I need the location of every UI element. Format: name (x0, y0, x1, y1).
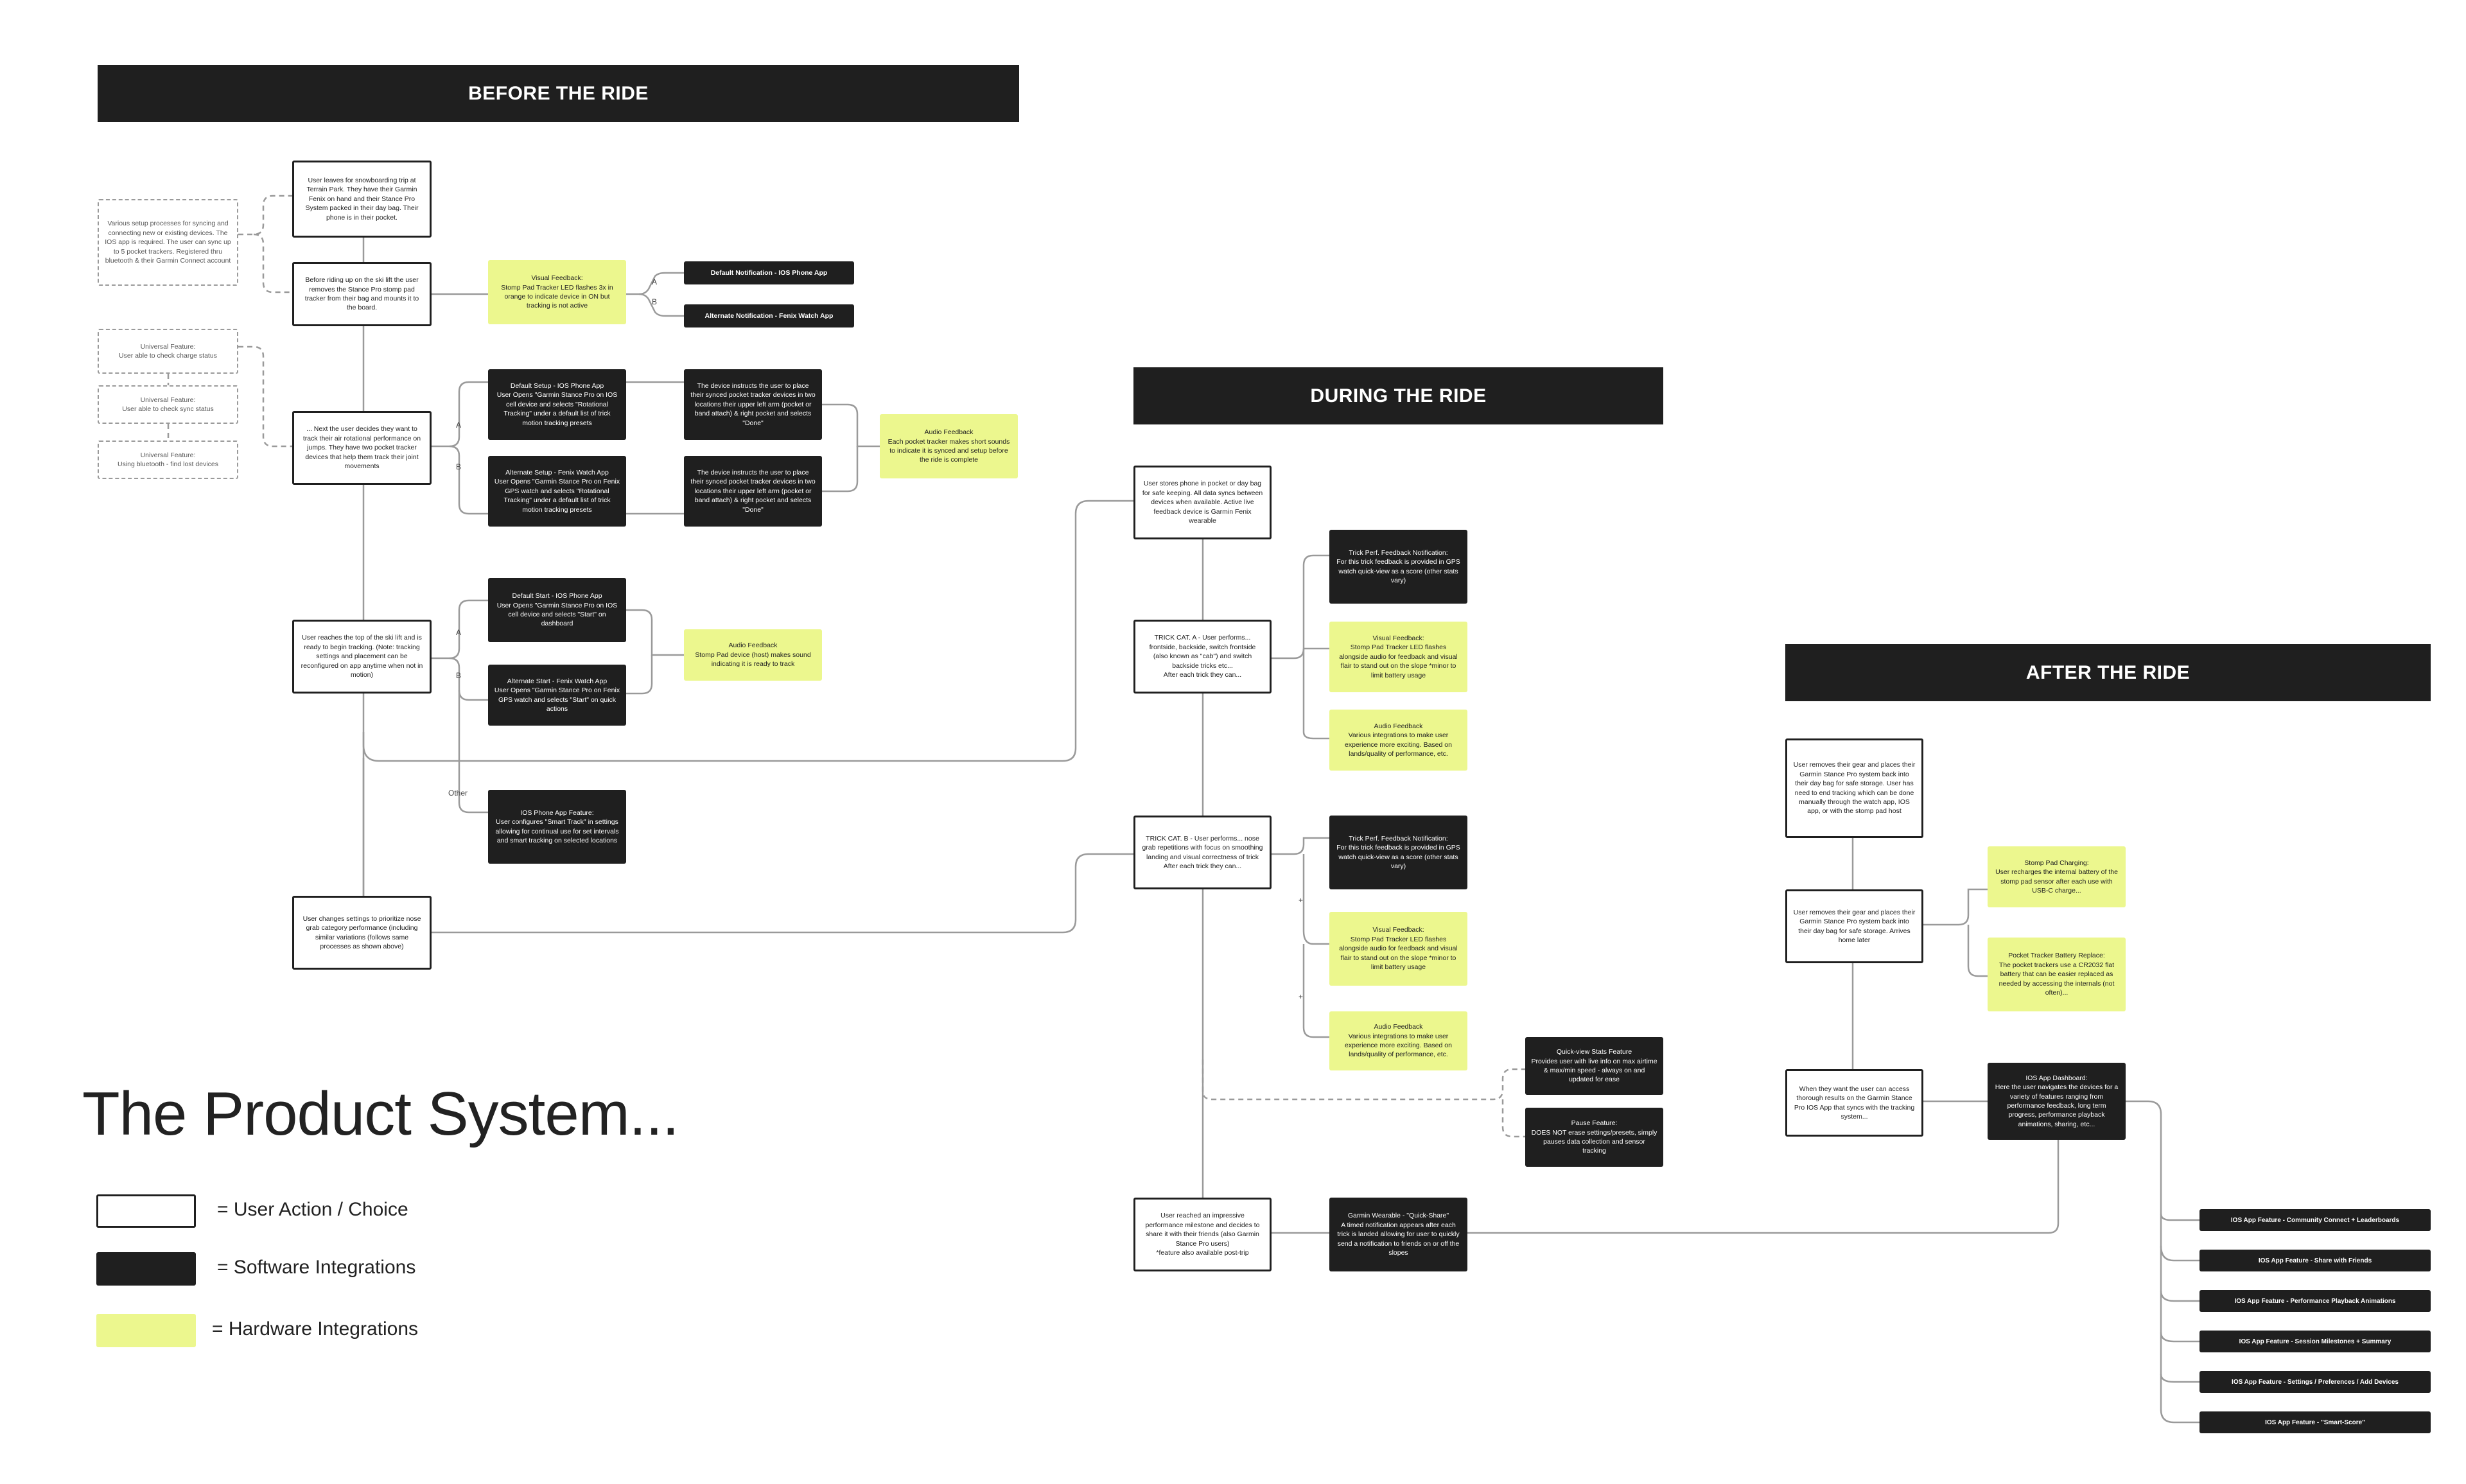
ios-smart-track-feature: IOS Phone App Feature: User configures "… (488, 790, 626, 864)
user-milestone-share: User reached an impressive performance m… (1133, 1198, 1272, 1271)
legend-label-user-action: = User Action / Choice (217, 1199, 408, 1220)
device-instructs-placement-2: The device instructs the user to place t… (684, 456, 822, 527)
garmin-quick-share: Garmin Wearable - "Quick-Share" A timed … (1329, 1198, 1467, 1271)
quick-view-stats-feature: Quick-view Stats Feature Provides user w… (1525, 1037, 1663, 1095)
universal-charge-status: Universal Feature: User able to check ch… (98, 329, 238, 374)
feature-share-with-friends: IOS App Feature - Share with Friends (2199, 1250, 2431, 1271)
trick-category-a: TRICK CAT. A - User performs... frontsid… (1133, 620, 1272, 694)
pause-feature: Pause Feature: DOES NOT erase settings/p… (1525, 1108, 1663, 1167)
user-action-leaves-trip: User leaves for snowboarding trip at Ter… (292, 161, 432, 238)
branch-plus: + (1299, 896, 1304, 905)
universal-setup-note: Various setup processes for syncing and … (98, 199, 238, 286)
trick-perf-notification-b: Trick Perf. Feedback Notification: For t… (1329, 816, 1467, 889)
user-access-results: When they want the user can access thoro… (1785, 1069, 1923, 1137)
branch-label-a: A (456, 628, 462, 637)
visual-feedback-trick-a: Visual Feedback: Stomp Pad Tracker LED f… (1329, 622, 1467, 692)
user-removes-gear-home: User removes their gear and places their… (1785, 889, 1923, 963)
user-action-mounts-stomp-pad: Before riding up on the ski lift the use… (292, 262, 432, 326)
ios-app-dashboard: IOS App Dashboard: Here the user navigat… (1988, 1063, 2126, 1140)
user-action-changes-settings: User changes settings to prioritize nose… (292, 896, 432, 970)
alternate-setup-fenix: Alternate Setup - Fenix Watch App User O… (488, 456, 626, 527)
audio-feedback-trick-b: Audio Feedback Various integrations to m… (1329, 1011, 1467, 1070)
default-setup-ios: Default Setup - IOS Phone App User Opens… (488, 369, 626, 440)
feature-settings-preferences: IOS App Feature - Settings / Preferences… (2199, 1371, 2431, 1393)
branch-label-a: A (456, 421, 462, 430)
user-removes-gear-end-tracking: User removes their gear and places their… (1785, 738, 1923, 838)
visual-feedback-led-orange: Visual Feedback: Stomp Pad Tracker LED f… (488, 260, 626, 324)
branch-label-b: B (652, 297, 658, 306)
device-instructs-placement-1: The device instructs the user to place t… (684, 369, 822, 440)
branch-plus: + (1299, 992, 1304, 1001)
universal-sync-status: Universal Feature: User able to check sy… (98, 385, 238, 424)
branch-label-b: B (456, 671, 462, 680)
feature-performance-playback: IOS App Feature - Performance Playback A… (2199, 1290, 2431, 1312)
audio-feedback-stomp-pad-ready: Audio Feedback Stomp Pad device (host) m… (684, 629, 822, 681)
visual-feedback-trick-b: Visual Feedback: Stomp Pad Tracker LED f… (1329, 912, 1467, 986)
legend-swatch-software (96, 1252, 196, 1286)
audio-feedback-trick-a: Audio Feedback Various integrations to m… (1329, 710, 1467, 771)
trick-perf-notification-a: Trick Perf. Feedback Notification: For t… (1329, 530, 1467, 604)
universal-bluetooth-find: Universal Feature: Using bluetooth - fin… (98, 441, 238, 479)
branch-label-other: Other (448, 789, 468, 798)
default-notification-ios: Default Notification - IOS Phone App (684, 261, 854, 284)
legend-swatch-hardware (96, 1314, 196, 1347)
audio-feedback-pocket-tracker: Audio Feedback Each pocket tracker makes… (880, 414, 1018, 478)
user-action-decides-track-air: ... Next the user decides they want to t… (292, 411, 432, 485)
legend-label-hardware: = Hardware Integrations (212, 1318, 419, 1340)
stomp-pad-charging: Stomp Pad Charging: User recharges the i… (1988, 846, 2126, 907)
default-start-ios: Default Start - IOS Phone App User Opens… (488, 578, 626, 642)
page-title: The Product System... (82, 1079, 679, 1148)
branch-label-b: B (456, 462, 462, 471)
feature-community-leaderboards: IOS App Feature - Community Connect + Le… (2199, 1209, 2431, 1231)
user-stores-phone: User stores phone in pocket or day bag f… (1133, 466, 1272, 539)
alternate-notification-fenix: Alternate Notification - Fenix Watch App (684, 304, 854, 327)
section-header-after: AFTER THE RIDE (1785, 644, 2431, 701)
feature-smart-score: IOS App Feature - "Smart-Score" (2199, 1411, 2431, 1433)
section-header-during: DURING THE RIDE (1133, 367, 1663, 424)
feature-session-milestones: IOS App Feature - Session Milestones + S… (2199, 1331, 2431, 1352)
trick-category-b: TRICK CAT. B - User performs... nose gra… (1133, 816, 1272, 889)
section-header-before: BEFORE THE RIDE (98, 65, 1019, 122)
legend-label-software: = Software Integrations (217, 1257, 416, 1278)
alternate-start-fenix: Alternate Start - Fenix Watch App User O… (488, 665, 626, 726)
user-action-reaches-top: User reaches the top of the ski lift and… (292, 620, 432, 694)
pocket-tracker-battery-replace: Pocket Tracker Battery Replace: The pock… (1988, 938, 2126, 1011)
branch-label-a: A (652, 277, 658, 286)
legend-swatch-user-action (96, 1194, 196, 1228)
